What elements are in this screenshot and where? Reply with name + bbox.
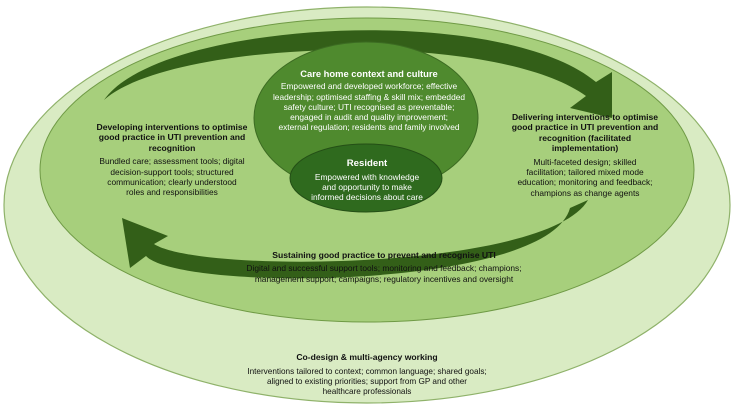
developing-title-line: Developing interventions to optimise [96, 122, 248, 132]
resident-text-line: and opportunity to make [322, 181, 412, 192]
resident-text-line: informed decisions about care [311, 192, 423, 203]
context-title: Care home context and culture [300, 68, 438, 79]
context-text-line: safety culture; UTI recognised as preven… [283, 101, 455, 112]
delivering-text-line: Multi-faceted design; skilled [533, 156, 637, 167]
codesign-text-line: aligned to existing priorities; support … [266, 377, 468, 387]
developing-text-line: Bundled care; assessment tools; digital [99, 156, 245, 167]
resident-text-line: Empowered with knowledge [314, 171, 420, 182]
resident-block: Resident Empowered with knowledge and op… [292, 158, 442, 202]
codesign-text-line: Interventions tailored to context; commo… [247, 367, 487, 377]
context-text-line: Empowered and developed workforce; effec… [280, 81, 458, 92]
resident-circle [289, 143, 443, 213]
sustaining-block: Sustaining good practice to prevent and … [234, 250, 534, 284]
sustaining-title: Sustaining good practice to prevent and … [272, 250, 496, 260]
codesign-text-line: healthcare professionals [322, 387, 412, 397]
sustaining-text-line: Digital and successful support tools; mo… [246, 263, 522, 274]
delivering-text-line: education; monitoring and feedback; [517, 177, 653, 188]
delivering-title-line: Delivering interventions to optimise [511, 112, 659, 122]
codesign-block: Co-design & multi-agency working Interve… [230, 352, 504, 397]
codesign-title: Co-design & multi-agency working [296, 352, 438, 362]
developing-text-line: roles and responsibilities [126, 187, 218, 198]
delivering-block: Delivering interventions to optimise goo… [510, 112, 660, 198]
sustaining-text-line: management support; campaigns; regulator… [254, 273, 514, 284]
context-text-line: leadership; optimised staffing & skill m… [272, 91, 466, 102]
delivering-title-line: implementation) [551, 143, 619, 154]
developing-text-line: decision-support tools; structured [110, 166, 234, 177]
context-text-line: external regulation; residents and famil… [278, 122, 460, 133]
developing-block: Developing interventions to optimise goo… [96, 122, 248, 197]
delivering-title-line: good practice in UTI prevention and [511, 122, 659, 133]
resident-title: Resident [346, 158, 388, 169]
context-block: Care home context and culture Empowered … [268, 68, 470, 133]
developing-title-line: good practice in UTI prevention and [98, 132, 246, 143]
context-text-line: engaged in audit and quality improvement… [290, 112, 448, 123]
developing-text-line: communication; clearly understood [107, 176, 237, 187]
developing-title-line: recognition [148, 142, 196, 153]
delivering-text-line: facilitation; tailored mixed mode [526, 167, 644, 178]
top-cycle-arrow [104, 30, 612, 118]
bottom-cycle-arrow [122, 200, 588, 279]
delivering-title-line: recognition (facilitated [538, 132, 632, 143]
delivering-text-line: champions as change agents [530, 187, 640, 198]
